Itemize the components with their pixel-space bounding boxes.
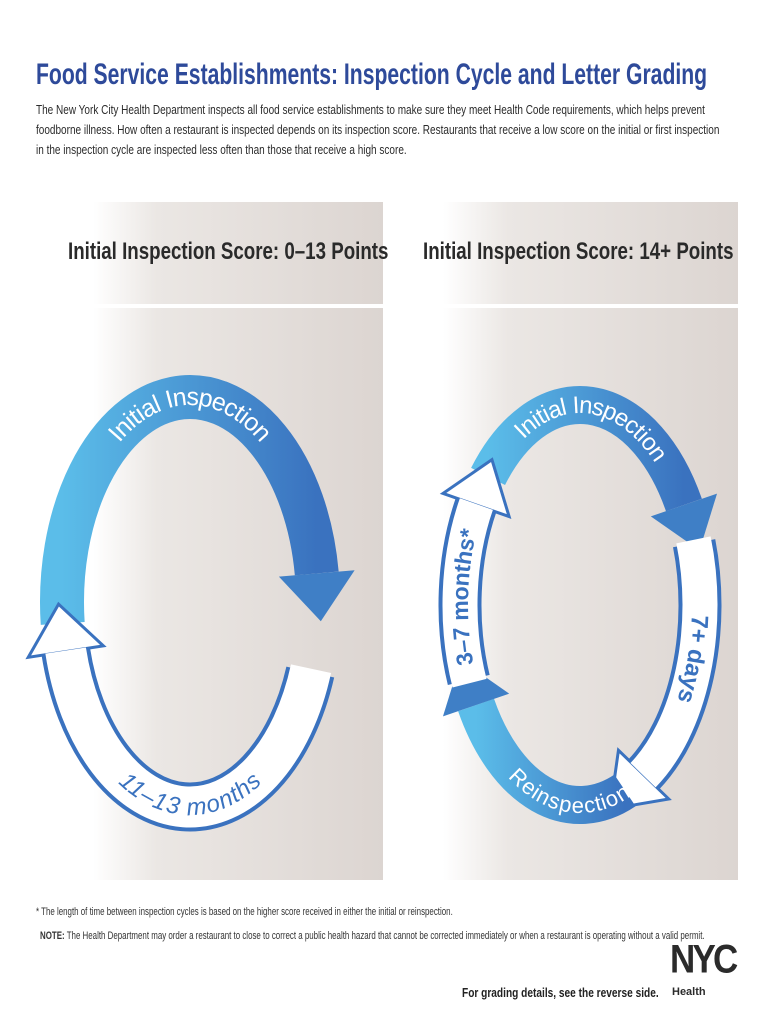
low-interval-arrow-head — [25, 601, 107, 660]
low-initial-arrow — [40, 375, 339, 625]
grading-note: For grading details, see the reverse sid… — [462, 985, 659, 1000]
panel-high-header-bg — [443, 202, 738, 304]
logo-nyc: NYC — [670, 937, 738, 982]
note-text: The Health Department may order a restau… — [64, 930, 705, 942]
high-interval-arrow — [442, 498, 493, 688]
low-initial-arrow-head — [278, 570, 355, 622]
nyc-health-logo: NYC Health — [670, 940, 740, 998]
intro-paragraph: The New York City Health Department insp… — [36, 103, 720, 157]
note: NOTE: The Health Department may order a … — [40, 930, 705, 942]
panel-low-header-bg — [93, 202, 383, 304]
footnote: * The length of time between inspection … — [36, 906, 453, 918]
high-reinspection-wait-arrow — [630, 536, 718, 788]
note-label: NOTE: — [40, 930, 65, 942]
high-initial-arrow-head — [650, 493, 718, 551]
panel-high-header: Initial Inspection Score: 14+ Points — [423, 238, 734, 265]
page-title: Food Service Establishments: Inspection … — [36, 58, 708, 91]
logo-health: Health — [672, 986, 706, 998]
high-initial-arrow — [471, 386, 702, 512]
low-interval-arrow — [45, 647, 332, 828]
high-reinspection-arrow — [458, 698, 636, 824]
panel-low-header: Initial Inspection Score: 0–13 Points — [68, 238, 389, 265]
